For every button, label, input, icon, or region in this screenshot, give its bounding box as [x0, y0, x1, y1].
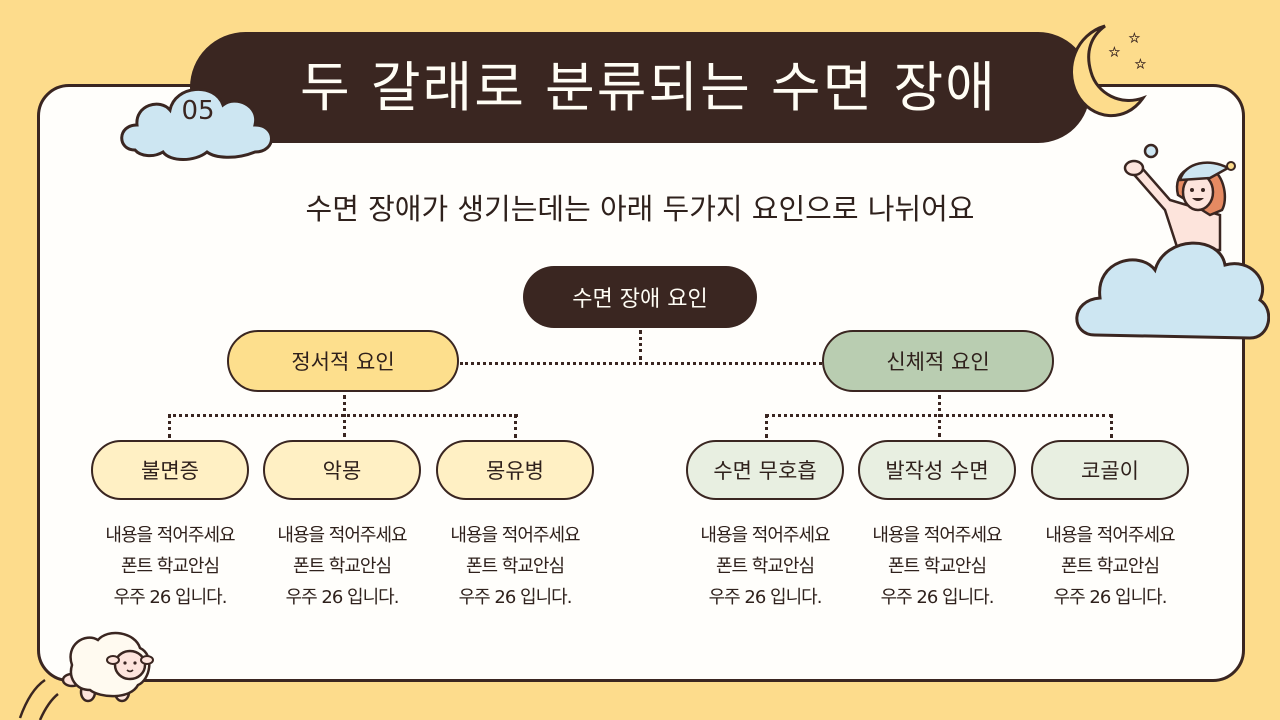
desc-line: 폰트 학교안심: [120, 556, 220, 577]
leaf-node-sleep-apnea: 수면 무호흡: [686, 440, 844, 500]
connector-categories: [460, 362, 822, 365]
leaf-description: 내용을 적어주세요 폰트 학교안심 우주 26 입니다.: [80, 520, 260, 613]
category-emotional-node: 정서적 요인: [227, 330, 459, 392]
desc-line: 폰트 학교안심: [292, 556, 392, 577]
desc-line: 우주 26 입니다.: [880, 587, 995, 608]
desc-line: 우주 26 입니다.: [458, 587, 573, 608]
leaf-description: 내용을 적어주세요 폰트 학교안심 우주 26 입니다.: [675, 520, 855, 613]
leaf-description: 내용을 적어주세요 폰트 학교안심 우주 26 입니다.: [1020, 520, 1200, 613]
leaf-node-nightmare: 악몽: [263, 440, 421, 500]
desc-line: 내용을 적어주세요: [700, 525, 830, 546]
connector-root-down: [639, 330, 642, 360]
desc-line: 폰트 학교안심: [887, 556, 987, 577]
desc-line: 폰트 학교안심: [715, 556, 815, 577]
girl-on-cloud-illustration: [1075, 143, 1270, 340]
category-physical-node: 신체적 요인: [822, 330, 1054, 392]
connector-left-3: [514, 414, 517, 438]
desc-line: 우주 26 입니다.: [1053, 587, 1168, 608]
desc-line: 폰트 학교안심: [1060, 556, 1160, 577]
desc-line: 우주 26 입니다.: [285, 587, 400, 608]
leaf-description: 내용을 적어주세요 폰트 학교안심 우주 26 입니다.: [425, 520, 605, 613]
desc-line: 내용을 적어주세요: [277, 525, 407, 546]
svg-text:★: ★: [1135, 57, 1146, 71]
moon-icon: [1070, 24, 1147, 117]
leaf-description: 내용을 적어주세요 폰트 학교안심 우주 26 입니다.: [252, 520, 432, 613]
connector-right-children: [765, 414, 1113, 417]
desc-line: 내용을 적어주세요: [105, 525, 235, 546]
leaf-node-narcolepsy: 발작성 수면: [858, 440, 1016, 500]
root-node: 수면 장애 요인: [523, 266, 757, 328]
desc-line: 우주 26 입니다.: [708, 587, 823, 608]
leaf-description: 내용을 적어주세요 폰트 학교안심 우주 26 입니다.: [847, 520, 1027, 613]
desc-line: 내용을 적어주세요: [450, 525, 580, 546]
connector-left-children: [168, 414, 518, 417]
connector-left-1: [168, 414, 171, 438]
stars-icon: ★ ★ ★: [1109, 31, 1147, 72]
desc-line: 폰트 학교안심: [465, 556, 565, 577]
sheep-illustration: [18, 631, 154, 720]
title-bar: [190, 32, 1090, 143]
connector-right-3: [1110, 414, 1113, 438]
svg-text:★: ★: [1109, 45, 1120, 59]
desc-line: 우주 26 입니다.: [113, 587, 228, 608]
leaf-node-sleepwalking: 몽유병: [436, 440, 594, 500]
slide-title: 두 갈래로 분류되는 수면 장애: [300, 56, 997, 119]
svg-text:★: ★: [1129, 31, 1140, 45]
connector-right-1: [765, 414, 768, 438]
desc-line: 내용을 적어주세요: [872, 525, 1002, 546]
leaf-node-insomnia: 불면증: [91, 440, 249, 500]
slide-subtitle: 수면 장애가 생기는데는 아래 두가지 요인으로 나뉘어요: [305, 192, 975, 226]
number-cloud-icon: [120, 88, 273, 161]
leaf-node-snoring: 코골이: [1031, 440, 1189, 500]
desc-line: 내용을 적어주세요: [1045, 525, 1175, 546]
slide-number: 05: [181, 96, 215, 126]
